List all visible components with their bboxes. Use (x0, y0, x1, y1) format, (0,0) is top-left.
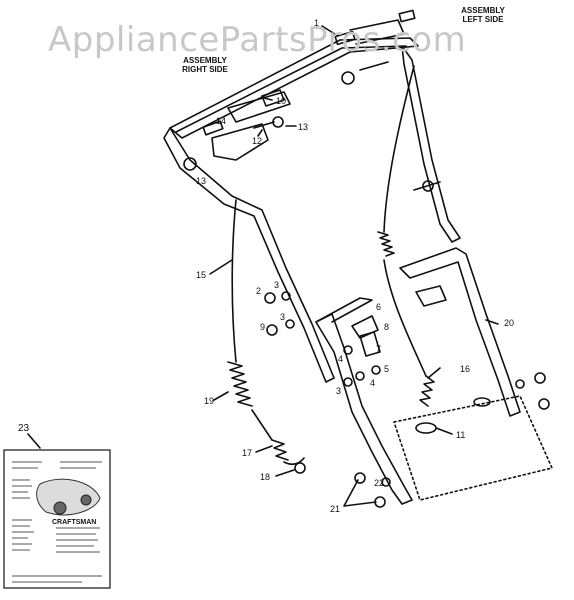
callout-11: 11 (456, 430, 466, 440)
cable-lower-left (383, 259, 427, 377)
lower-frame-cross (315, 297, 373, 323)
callout-15: 15 (196, 270, 207, 280)
nut-right-3 (538, 398, 550, 410)
upper-crossbar-inner (175, 45, 407, 133)
assembly-left-line1: ASSEMBLY (461, 6, 505, 15)
nut-2 (264, 292, 276, 304)
callout-1: 1 (314, 18, 320, 28)
upper-crossbar (169, 37, 419, 139)
bolt-12 (253, 121, 275, 129)
callout-5: 5 (384, 364, 390, 374)
callout-3a: 3 (274, 280, 280, 290)
hook-17 (283, 457, 305, 466)
assembly-left-line2: LEFT SIDE (462, 15, 504, 24)
right-handle-plate (211, 123, 269, 161)
leader-11 (435, 427, 453, 435)
assembly-right-side-label: ASSEMBLY RIGHT SIDE (168, 56, 242, 74)
leader-17 (255, 445, 273, 453)
owners-manual-23 (3, 449, 111, 589)
grip-1 (334, 30, 356, 46)
leader-1 (321, 25, 339, 37)
spring-17 (271, 439, 289, 461)
left-handle-tube (401, 45, 461, 243)
grip-14 (202, 120, 224, 136)
callout-20: 20 (504, 318, 515, 328)
leader-10 (263, 97, 273, 101)
callout-23: 23 (18, 423, 30, 434)
bolt-10 (261, 89, 285, 107)
leader-21 (343, 479, 377, 507)
callout-19: 19 (204, 396, 215, 406)
washer-5 (371, 365, 381, 375)
leader-18 (275, 469, 295, 477)
bracket-7 (359, 331, 381, 357)
washer-4a (343, 345, 353, 355)
bolt-9 (266, 324, 278, 336)
leader-19 (213, 391, 229, 401)
washer-4b (355, 371, 365, 381)
callout-16: 16 (460, 364, 471, 374)
bolt-21a (354, 472, 366, 484)
spring-upper-cable (377, 231, 395, 257)
assembly-right-line1: ASSEMBLY (183, 56, 227, 65)
callout-12: 12 (252, 136, 263, 146)
nut-right-1 (515, 379, 525, 389)
leader-16 (427, 367, 441, 379)
plate-hole-2 (473, 397, 491, 407)
washer-3a (281, 291, 291, 301)
callout-21: 21 (330, 504, 341, 514)
spring-16 (419, 375, 435, 407)
cable-upper-left (383, 65, 415, 233)
assembly-right-line2: RIGHT SIDE (182, 65, 228, 74)
bolt-left-side-shank (413, 181, 441, 191)
callout-22: 22 (374, 478, 385, 488)
callout-4a: 4 (338, 354, 344, 364)
cable-15 (231, 199, 237, 363)
callout-3c: 3 (336, 386, 342, 396)
assembly-left-side-label: ASSEMBLY LEFT SIDE (448, 6, 518, 24)
bracket-6 (351, 315, 379, 339)
nut-top-left (341, 71, 355, 85)
washer-3c (343, 377, 353, 387)
callout-7: 7 (376, 344, 382, 354)
nut-18 (294, 462, 306, 474)
cable-17 (251, 409, 273, 441)
watermark-text: AppliancePartsPros.com (48, 20, 467, 60)
callout-6: 6 (376, 302, 382, 312)
callout-10: 10 (276, 96, 287, 106)
spring-19 (227, 361, 253, 407)
callout-2: 2 (256, 286, 262, 296)
manual-brand: CRAFTSMAN (52, 519, 97, 526)
leader-20 (485, 319, 499, 325)
callout-13b: 13 (196, 176, 207, 186)
top-right-handle (349, 19, 405, 45)
nut-13a (183, 157, 197, 171)
callout-17: 17 (242, 448, 253, 458)
bolt-left-side (422, 180, 434, 192)
washer-3b (285, 319, 295, 329)
bolt-top-left (359, 61, 389, 71)
callout-8: 8 (384, 322, 390, 332)
bracket-upper-left (415, 285, 447, 307)
leader-15 (209, 259, 233, 275)
leader-12 (257, 129, 263, 137)
callout-4b: 4 (370, 378, 376, 388)
grip-top (398, 9, 416, 23)
callout-3b: 3 (280, 312, 286, 322)
callout-13a: 13 (298, 122, 309, 132)
right-handle-bracket (227, 91, 291, 123)
callout-14: 14 (216, 116, 227, 126)
nut-22 (381, 477, 391, 487)
callout-9: 9 (260, 322, 266, 332)
nut-right-2 (534, 372, 546, 384)
right-upper-handle (163, 127, 335, 383)
callout-18: 18 (260, 472, 271, 482)
plate-hole-11 (415, 422, 437, 434)
leader-23 (27, 433, 41, 449)
lower-handle-20 (399, 247, 521, 417)
mounting-plate (393, 395, 553, 501)
